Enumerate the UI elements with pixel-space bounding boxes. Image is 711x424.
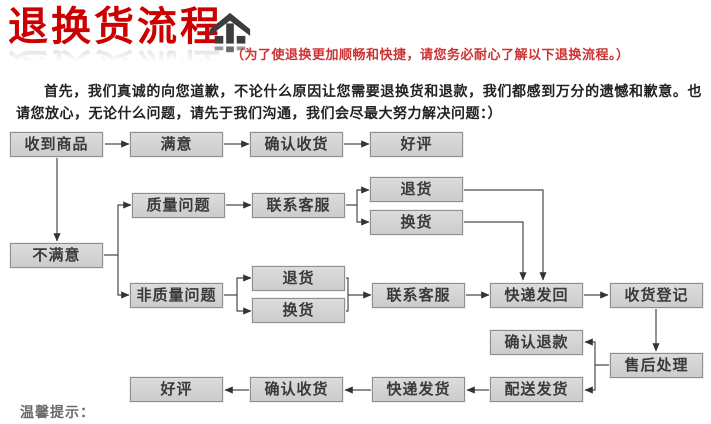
flow-node-goods-receipt-register: 收货登记 <box>610 283 703 308</box>
flow-node-after-sales-processing: 售后处理 <box>610 353 703 378</box>
flow-node-confirm-refund: 确认退款 <box>490 330 583 355</box>
header-subtitle: （为了使退换更加顺畅和快捷，请您务必耐心了解以下退换流程。） <box>231 47 630 62</box>
flow-node-confirm-receipt-top: 确认收货 <box>250 132 343 157</box>
page-title-reflection: 退换货流程 <box>8 44 223 64</box>
flow-node-good-review-top: 好评 <box>370 132 463 157</box>
intro-paragraph: 首先，我们真诚的向您道歉，不论什么原因让您需要退换货和退款，我们都感到万分的遗憾… <box>16 83 702 121</box>
flow-node-express-shipment: 快递发货 <box>372 377 465 402</box>
house-arrow-icon <box>209 12 251 53</box>
flow-node-non-quality-issue: 非质量问题 <box>130 283 223 308</box>
flow-node-quality-issue: 质量问题 <box>132 193 225 218</box>
page-title-block: 退换货流程 退换货流程 <box>8 4 223 64</box>
flow-node-satisfied: 满意 <box>130 132 223 157</box>
flow-node-exchange-nonquality: 换货 <box>252 298 345 323</box>
flow-node-dispatch-shipment: 配送发货 <box>490 377 583 402</box>
flow-node-return-quality: 退货 <box>370 177 463 202</box>
flow-node-express-send-back: 快递发回 <box>490 283 583 308</box>
flow-node-contact-service-nonquality: 联系客服 <box>372 283 465 308</box>
flow-node-contact-service-quality: 联系客服 <box>252 193 345 218</box>
flow-node-good-review-bottom: 好评 <box>130 377 223 402</box>
flow-node-return-nonquality: 退货 <box>252 266 345 291</box>
page-title: 退换货流程 <box>8 5 223 49</box>
flow-node-exchange-quality: 换货 <box>370 210 463 235</box>
flow-node-confirm-receipt-bottom: 确认收货 <box>250 377 343 402</box>
flow-node-unsatisfied: 不满意 <box>10 243 103 268</box>
flow-node-received-goods: 收到商品 <box>10 132 103 157</box>
warm-tip-label: 温馨提示： <box>20 404 95 420</box>
